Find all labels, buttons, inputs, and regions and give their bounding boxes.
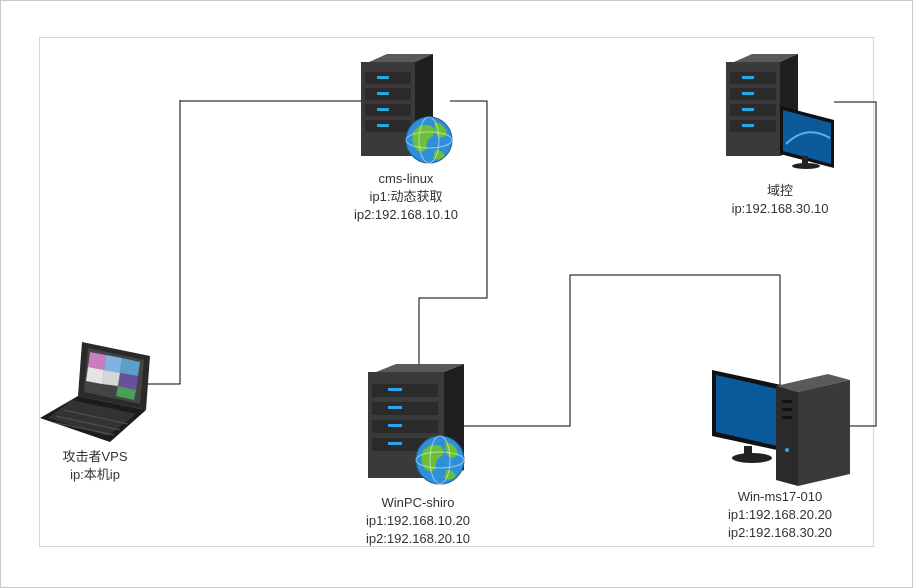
- node-ip: ip:192.168.30.10: [731, 201, 829, 216]
- node-label-dc: 域控 ip:192.168.30.10: [732, 182, 829, 218]
- node-name: cms-linux: [378, 171, 434, 186]
- node-label-cms-linux: cms-linux ip1:动态获取 ip2:192.168.10.10: [354, 170, 458, 224]
- node-label-winpc-shiro: WinPC-shiro ip1:192.168.10.20 ip2:192.16…: [366, 494, 470, 548]
- link-attacker-cms: [143, 100, 362, 385]
- node-label-win-ms17: Win-ms17-010 ip1:192.168.20.20 ip2:192.1…: [728, 488, 832, 542]
- node-ip2: ip2:192.168.10.10: [353, 207, 459, 222]
- node-ip1: ip1:192.168.20.20: [727, 507, 833, 522]
- diagram-frame: [39, 37, 874, 547]
- server-globe-icon: [362, 362, 466, 495]
- node-name: WinPC-shiro: [381, 495, 455, 510]
- node-ip: ip:本机ip: [70, 467, 120, 482]
- desktop-pc-icon: [706, 366, 854, 495]
- link-dc-ms17: [834, 101, 877, 427]
- node-name: 域控: [766, 183, 793, 198]
- node-ip2: ip2:192.168.20.10: [365, 531, 471, 546]
- laptop-icon: [38, 338, 156, 449]
- server-globe-icon: [355, 52, 457, 172]
- node-ip1: ip1:192.168.10.20: [365, 513, 471, 528]
- node-name: 攻击者VPS: [62, 449, 128, 464]
- link-winpc-ms17: [463, 274, 781, 427]
- node-name: Win-ms17-010: [737, 489, 823, 504]
- node-ip2: ip2:192.168.30.20: [727, 525, 833, 540]
- node-ip1: ip1:动态获取: [369, 189, 443, 204]
- server-monitor-icon: [720, 52, 836, 175]
- link-cms-winpc: [418, 100, 488, 370]
- node-label-attacker: 攻击者VPS ip:本机ip: [62, 448, 127, 484]
